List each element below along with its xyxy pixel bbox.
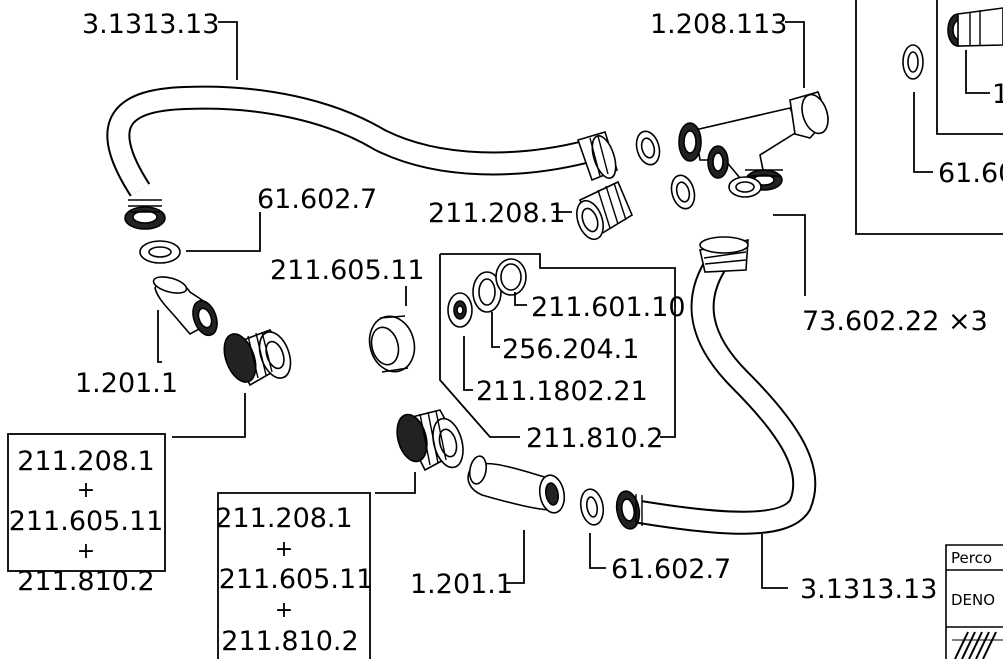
label-y-fitting: 1.208.113 — [650, 9, 787, 40]
elbow-left — [152, 276, 218, 337]
label-nut: 211.208.1 — [428, 198, 565, 229]
hose-bottom — [615, 236, 817, 535]
kit-bottom-plus1: + — [275, 537, 293, 562]
inset-fitting — [947, 7, 1003, 47]
label-seal-bottom: 61.602.7 — [611, 554, 731, 585]
label-inset-seal-a: 211.601.10 — [531, 292, 686, 323]
legend-box: Perco DENO — [945, 544, 1003, 659]
label-hose-top: 3.1313.13 — [82, 9, 219, 40]
kit-box-left: 211.208.1 + 211.605.11 + 211.810.2 — [7, 433, 166, 597]
kit-left-line2: 211.605.11 — [9, 506, 164, 537]
leader-elbow-bottom — [506, 530, 525, 584]
nut-assembly-left — [223, 329, 292, 387]
inset-group: 211.601.10 256.204.1 211.1802.21 211.810… — [439, 253, 686, 454]
corner-partial-label-b: 61.60 — [938, 158, 1003, 189]
label-seals-x3: 73.602.22 ×3 — [802, 306, 988, 337]
nut-211208 — [576, 180, 634, 241]
kit-left-plus1: + — [77, 478, 95, 503]
legend-hatch-icon — [952, 631, 1003, 659]
leader-hose-bottom — [761, 534, 788, 589]
leader-seal-top — [186, 212, 261, 252]
nut-assembly-bottom — [396, 409, 464, 472]
seal-61602-bottom — [579, 488, 605, 526]
kit-bottom-line3: 211.810.2 — [221, 626, 358, 657]
kit-bottom-line2: 211.605.11 — [219, 564, 374, 595]
leader-hose-top — [218, 21, 238, 80]
label-ring: 211.605.11 — [270, 255, 425, 286]
label-elbow-left: 1.201.1 — [75, 368, 178, 399]
corner-partial-label-a: 1 — [992, 79, 1003, 110]
leader-seal-bottom — [589, 533, 606, 569]
label-seal-top: 61.602.7 — [257, 184, 377, 215]
seal-61602-top — [139, 240, 181, 264]
label-inset-group: 211.810.2 — [526, 423, 663, 454]
ring-211605 — [368, 315, 416, 373]
legend-row1: Perco — [951, 549, 992, 567]
label-inset-seal-b: 256.204.1 — [502, 334, 639, 365]
top-right-inset: 1 61.60 — [855, 0, 1003, 235]
kit-box-bottom: 211.208.1 + 211.605.11 + 211.810.2 — [215, 492, 374, 659]
leader-seals-x3 — [773, 214, 806, 296]
label-elbow-bottom: 1.201.1 — [410, 569, 513, 600]
y-fitting — [678, 91, 829, 191]
kit-left-plus2: + — [77, 539, 95, 564]
inset-seal-parts — [447, 258, 527, 328]
kit-left-line1: 211.208.1 — [17, 446, 154, 477]
leader-elbow-left — [157, 310, 162, 363]
seal-rings-73602 — [635, 130, 762, 210]
legend-row2: DENO — [951, 591, 995, 609]
leader-y-fitting — [785, 21, 805, 88]
leader-kit-bottom — [375, 472, 416, 494]
elbow-bottom — [467, 455, 566, 514]
kit-left-line3: 211.810.2 — [17, 566, 154, 597]
hose-top — [106, 85, 618, 230]
leader-kit-left — [172, 393, 246, 438]
kit-bottom-line1: 211.208.1 — [215, 503, 352, 534]
label-hose-bottom: 3.1313.13 — [800, 574, 937, 605]
label-inset-seal-c: 211.1802.21 — [476, 376, 648, 407]
kit-bottom-plus2: + — [275, 598, 293, 623]
